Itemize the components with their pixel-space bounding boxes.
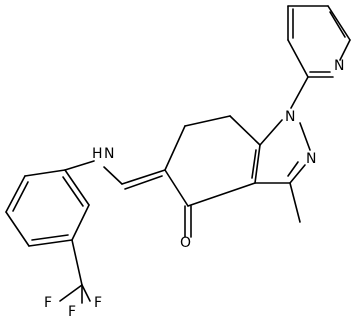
atom-f1: F [44,295,52,311]
atom-f3: F [94,295,102,311]
atom-nh-h: H [92,146,103,162]
atom-oxygen: O [180,235,191,251]
bond-lines [5,5,351,304]
atom-labels: N N N H N O F F F [44,58,344,319]
atom-f2: F [68,304,76,319]
atom-n-pyridine: N [334,58,344,74]
atom-n1: N [285,109,295,125]
atom-nh-n: N [104,146,114,162]
atom-n2: N [306,151,316,167]
